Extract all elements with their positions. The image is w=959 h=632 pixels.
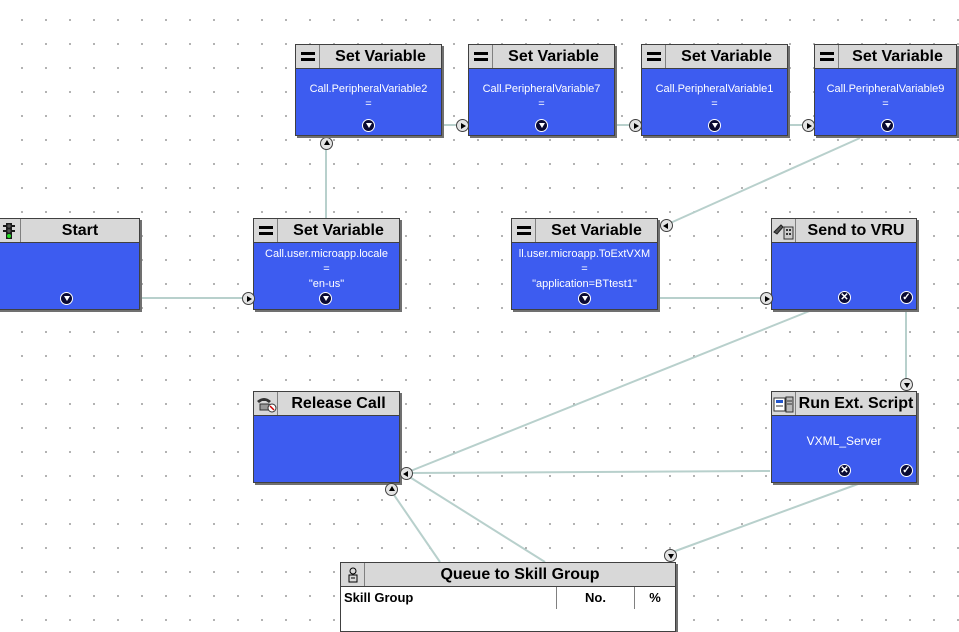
queue-to-skill-group-node[interactable]: Queue to Skill Group Skill Group No. % (340, 549, 677, 632)
input-port[interactable] (660, 219, 673, 232)
output-port[interactable] (578, 292, 591, 305)
set-variable-toext-node[interactable]: Set Variable ll.user.microapp.ToExtVXM =… (511, 218, 673, 310)
connector-queue-to-release-a (391, 491, 441, 563)
node-title: Run Ext. Script (798, 394, 914, 412)
node-header: Release Call (254, 392, 399, 416)
variable-name: Call.PeripheralVariable1 (655, 83, 774, 95)
set-variable-pv2-node[interactable]: Set Variable Call.PeripheralVariable2 = (295, 44, 442, 136)
column-skill-group: Skill Group (341, 587, 557, 609)
success-port[interactable]: ✓ (900, 291, 913, 304)
node-header: Set Variable (642, 45, 787, 69)
node-header: Set Variable (469, 45, 614, 69)
node-title: Set Variable (681, 47, 772, 65)
node-header: Set Variable (815, 45, 956, 69)
node-header: Run Ext. Script (772, 392, 916, 416)
error-port[interactable]: ✕ (838, 464, 851, 477)
equals-sign: = (538, 98, 545, 110)
node-title: Set Variable (508, 47, 599, 65)
equals-sign: = (882, 98, 889, 110)
input-port[interactable] (900, 378, 913, 391)
output-port[interactable] (362, 119, 375, 132)
release-call-node[interactable]: Release Call (253, 391, 413, 496)
set-variable-locale-node[interactable]: Set Variable Call.user.microapp.locale =… (242, 137, 400, 310)
node-title: Set Variable (293, 221, 384, 239)
input-port[interactable] (760, 292, 773, 305)
bottom-port[interactable] (385, 483, 398, 496)
script-name: VXML_Server (806, 434, 882, 448)
set-variable-pv1-node[interactable]: Set Variable Call.PeripheralVariable1 = (629, 44, 788, 136)
variable-name: Call.user.microapp.locale (265, 248, 388, 260)
output-port[interactable] (60, 292, 73, 305)
input-port[interactable] (802, 119, 815, 132)
set-variable-pv7-node[interactable]: Set Variable Call.PeripheralVariable7 = (456, 44, 615, 136)
variable-name: ll.user.microapp.ToExtVXM (518, 248, 651, 260)
equals-icon (254, 219, 278, 242)
node-title: Start (61, 221, 99, 239)
connector-runext-error-to-release (407, 470, 771, 474)
equals-icon (296, 45, 320, 68)
input-port[interactable] (456, 119, 469, 132)
up-port[interactable] (320, 137, 333, 150)
equals-sign: = (323, 263, 330, 275)
traffic-light-icon (0, 219, 21, 242)
output-port[interactable] (319, 292, 332, 305)
node-header: Set Variable (296, 45, 441, 69)
connector-vru-error-to-release (407, 309, 813, 473)
start-node-header: Start (0, 219, 139, 243)
equals-icon (642, 45, 666, 68)
set-variable-pv9-node[interactable]: Set Variable Call.PeripheralVariable9 = (802, 44, 957, 136)
variable-name: Call.PeripheralVariable2 (309, 83, 428, 95)
output-port[interactable] (535, 119, 548, 132)
connector-queue-to-release-b (407, 475, 546, 563)
node-title: Release Call (291, 394, 386, 412)
equals-sign: = (581, 263, 588, 275)
node-title: Set Variable (551, 221, 642, 239)
variable-value: "application=BTtest1" (532, 278, 637, 290)
phone-release-icon (254, 392, 278, 415)
node-title: Set Variable (852, 47, 943, 65)
success-port[interactable]: ✓ (900, 464, 913, 477)
node-header: Queue to Skill Group (341, 563, 675, 587)
start-node[interactable]: Start (0, 218, 140, 310)
error-port[interactable]: ✕ (838, 291, 851, 304)
input-port[interactable] (400, 467, 413, 480)
equals-icon (815, 45, 839, 68)
node-header: Set Variable (254, 219, 399, 243)
send-to-vru-node[interactable]: Send to VRU ✕ ✓ (760, 218, 917, 310)
skill-group-table-header: Skill Group No. % (341, 587, 675, 631)
connector-pv9-to-toext (667, 137, 861, 225)
column-percent: % (649, 590, 661, 605)
equals-sign: = (365, 98, 372, 110)
variable-value: "en-us" (308, 278, 345, 290)
output-port[interactable] (708, 119, 721, 132)
input-port[interactable] (629, 119, 642, 132)
output-port[interactable] (881, 119, 894, 132)
node-header: Send to VRU (772, 219, 916, 243)
node-title: Queue to Skill Group (440, 565, 600, 583)
equals-icon (469, 45, 493, 68)
queue-icon (341, 563, 365, 586)
node-header: Set Variable (512, 219, 657, 243)
equals-icon (512, 219, 536, 242)
script-server-icon (772, 392, 796, 415)
column-number: No. (557, 587, 635, 609)
node-title: Send to VRU (807, 221, 905, 239)
variable-name: Call.PeripheralVariable7 (482, 83, 601, 95)
connector-runext-to-queue (669, 483, 859, 554)
node-title: Set Variable (335, 47, 426, 65)
variable-name: Call.PeripheralVariable9 (826, 83, 945, 95)
run-ext-script-node[interactable]: Run Ext. Script VXML_Server ✕ ✓ (771, 378, 917, 483)
equals-sign: = (711, 98, 718, 110)
vru-phone-icon (772, 219, 796, 242)
input-port[interactable] (242, 292, 255, 305)
input-port[interactable] (664, 549, 677, 562)
